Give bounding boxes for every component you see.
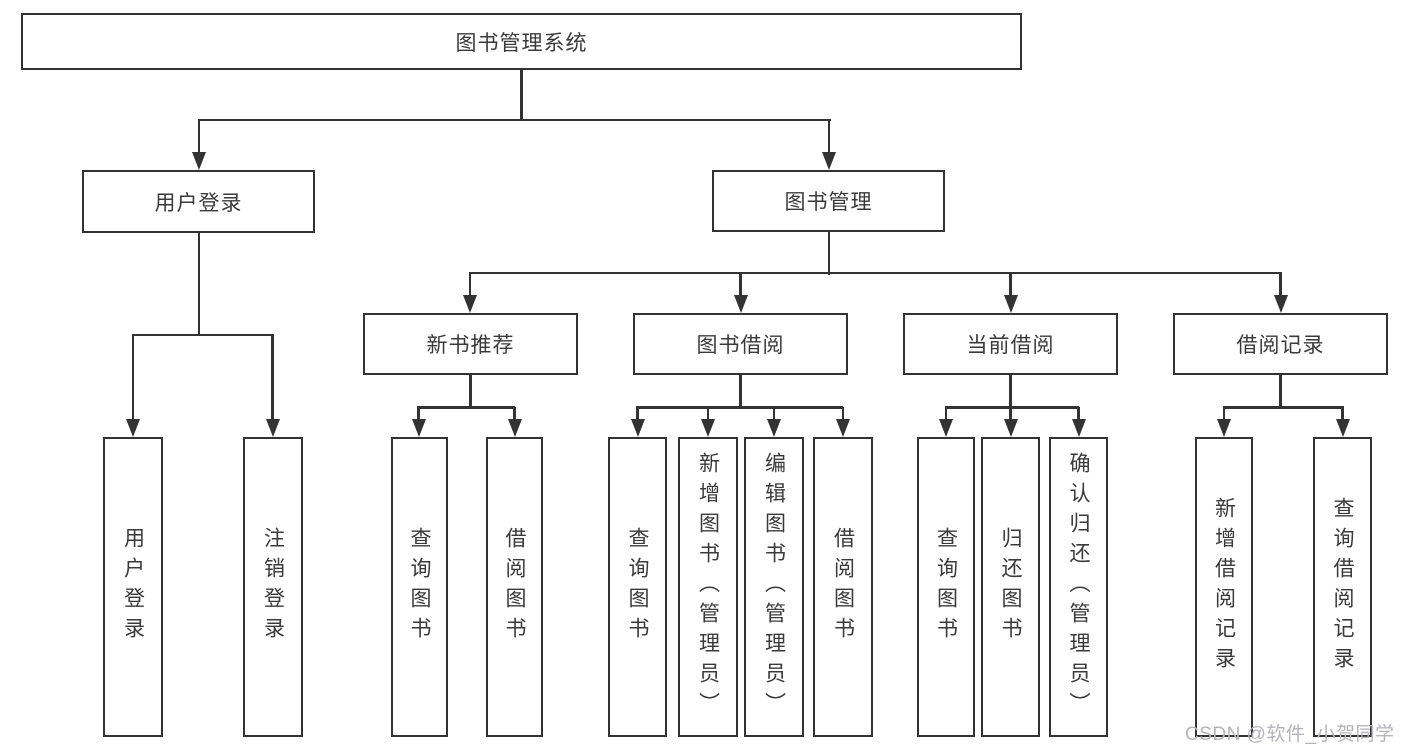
arrow-down-icon — [939, 419, 953, 437]
connector-line — [131, 333, 274, 337]
arrow-down-icon — [1003, 419, 1018, 437]
connector-line — [1222, 407, 1226, 421]
leaf-newbook-query-label: 查询图书 — [408, 527, 431, 647]
arrow-down-icon — [126, 419, 140, 437]
leaf-borrow-query-label: 查询图书 — [626, 527, 649, 647]
arrow-down-icon — [1071, 419, 1086, 437]
leaf-logout: 注销登录 — [243, 437, 303, 737]
connector-line — [468, 272, 472, 297]
arrow-down-icon — [1273, 295, 1288, 313]
node-book-management: 图书管理 — [712, 170, 945, 232]
leaf-record-query: 查询借阅记录 — [1313, 437, 1372, 737]
connector-line — [1009, 407, 1012, 421]
connector-line — [1222, 406, 1344, 409]
leaf-borrow-book: 借阅图书 — [813, 437, 873, 737]
csdn-watermark: CSDN @软件_小贺同学 — [1185, 724, 1395, 745]
leaf-newbook-borrow: 借阅图书 — [486, 437, 543, 737]
leaf-user-login: 用户登录 — [103, 437, 163, 737]
connector-line — [520, 68, 523, 121]
leaf-borrow-edit-admin: 编辑图书（管理员） — [744, 437, 804, 737]
leaf-current-confirm-admin: 确认归还（管理员） — [1049, 437, 1108, 737]
connector-line — [197, 119, 201, 154]
arrow-down-icon — [507, 419, 522, 437]
connector-line — [739, 272, 742, 297]
leaf-logout-label: 注销登录 — [261, 527, 285, 647]
connector-line — [197, 118, 831, 122]
connector-line — [636, 406, 844, 409]
leaf-record-add: 新增借阅记录 — [1195, 437, 1253, 737]
arrow-down-icon — [411, 419, 426, 437]
leaf-record-add-label: 新增借阅记录 — [1212, 497, 1236, 677]
connector-line — [827, 231, 831, 275]
connector-line — [841, 407, 845, 421]
leaf-current-query: 查询图书 — [917, 437, 975, 737]
node-user-login-label: 用户登录 — [154, 191, 243, 215]
node-user-login: 用户登录 — [82, 170, 315, 233]
arrow-down-icon — [1217, 419, 1231, 437]
arrow-down-icon — [463, 295, 477, 313]
connector-line — [469, 374, 472, 408]
leaf-borrow-edit-admin-label: 编辑图书（管理员） — [762, 452, 786, 722]
connector-line — [513, 407, 516, 421]
connector-line — [772, 407, 776, 421]
node-book-borrow-label: 图书借阅 — [696, 334, 785, 357]
connector-line — [739, 374, 742, 408]
connector-line — [271, 334, 274, 421]
leaf-newbook-query: 查询图书 — [391, 437, 448, 737]
arrow-down-icon — [265, 419, 280, 437]
leaf-current-confirm-admin-label: 确认归还（管理员） — [1067, 452, 1090, 722]
node-book-borrow: 图书借阅 — [633, 313, 848, 375]
arrow-down-icon — [701, 419, 715, 437]
connector-line — [1279, 272, 1282, 297]
node-borrow-record: 借阅记录 — [1173, 313, 1388, 375]
connector-line — [1009, 374, 1012, 408]
connector-line — [636, 407, 639, 421]
connector-line — [1009, 272, 1012, 297]
node-current-borrow-label: 当前借阅 — [966, 334, 1055, 357]
node-new-book-recommend: 新书推荐 — [363, 313, 578, 375]
leaf-borrow-query: 查询图书 — [608, 437, 667, 737]
connector-line — [417, 407, 420, 421]
connector-line — [1341, 407, 1344, 421]
connector-line — [417, 406, 516, 409]
leaf-current-return-label: 归还图书 — [999, 527, 1022, 647]
arrow-down-icon — [192, 152, 206, 170]
node-root: 图书管理系统 — [21, 13, 1022, 70]
arrow-down-icon — [1003, 295, 1018, 313]
node-borrow-record-label: 借阅记录 — [1236, 334, 1325, 357]
leaf-record-query-label: 查询借阅记录 — [1331, 497, 1354, 677]
connector-line — [197, 232, 201, 336]
arrow-down-icon — [630, 419, 645, 437]
leaf-borrow-add-admin-label: 新增图书（管理员） — [696, 452, 720, 722]
connector-line — [944, 407, 948, 421]
leaf-current-return: 归还图书 — [981, 437, 1040, 737]
leaf-newbook-borrow-label: 借阅图书 — [503, 527, 526, 647]
leaf-borrow-add-admin: 新增图书（管理员） — [678, 437, 738, 737]
connector-line — [706, 407, 710, 421]
node-root-label: 图书管理系统 — [455, 31, 588, 55]
connector-line — [944, 406, 1079, 409]
connector-line — [468, 271, 1281, 275]
arrow-down-icon — [1335, 419, 1350, 437]
leaf-user-login-label: 用户登录 — [121, 527, 145, 647]
connector-line — [1279, 374, 1282, 408]
node-current-borrow: 当前借阅 — [903, 313, 1118, 375]
connector-line — [131, 334, 135, 421]
leaf-borrow-book-label: 借阅图书 — [831, 527, 855, 647]
node-book-management-label: 图书管理 — [784, 191, 873, 214]
arrow-down-icon — [767, 419, 781, 437]
arrow-down-icon — [836, 419, 850, 437]
node-new-book-recommend-label: 新书推荐 — [426, 334, 515, 357]
connector-line — [1077, 407, 1080, 421]
connector-line — [827, 119, 831, 154]
arrow-down-icon — [733, 295, 748, 313]
leaf-current-query-label: 查询图书 — [934, 527, 958, 647]
arrow-down-icon — [822, 152, 836, 170]
